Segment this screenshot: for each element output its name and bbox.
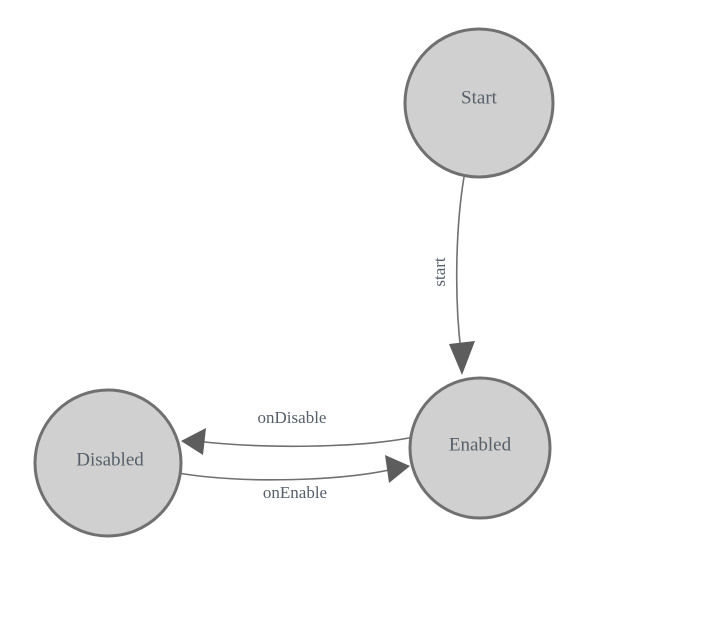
- state-node-disabled-circle: [33, 388, 183, 538]
- state-node-enabled-circle: [408, 376, 552, 520]
- edge-start-to-enabled[interactable]: start: [430, 176, 475, 375]
- edge-start-to-enabled-path: [455, 176, 465, 353]
- edge-disabled-to-enabled-path: [177, 468, 395, 481]
- edge-enabled-to-disabled-label: onDisable: [258, 408, 327, 427]
- state-node-start-label: Start: [461, 87, 498, 108]
- edge-start-to-enabled-label: start: [430, 257, 449, 287]
- state-node-enabled-label: Enabled: [449, 434, 512, 455]
- edge-disabled-to-enabled-label: onEnable: [263, 483, 327, 502]
- state-node-disabled[interactable]: Disabled: [33, 388, 183, 538]
- state-node-disabled-label: Disabled: [76, 449, 144, 470]
- edge-disabled-to-enabled-arrowhead-icon: [385, 455, 410, 483]
- state-node-start[interactable]: Start: [403, 27, 555, 179]
- edge-enabled-to-disabled-path: [195, 436, 415, 448]
- edge-disabled-to-enabled[interactable]: onEnable: [177, 455, 410, 502]
- state-node-start-circle: [403, 27, 555, 179]
- edge-enabled-to-disabled-arrowhead-icon: [181, 428, 206, 455]
- edge-enabled-to-disabled[interactable]: onDisable: [181, 408, 415, 455]
- edge-start-to-enabled-arrowhead-icon: [449, 341, 475, 375]
- state-node-enabled[interactable]: Enabled: [408, 376, 552, 520]
